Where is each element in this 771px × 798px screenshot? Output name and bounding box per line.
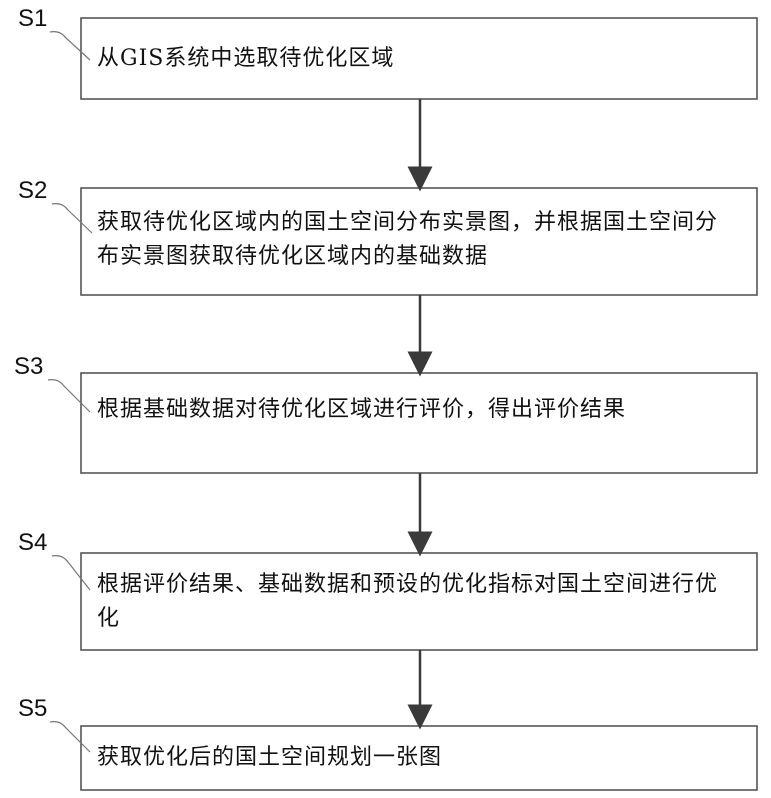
step-text-s3: 根据基础数据对待优化区域进行评价，得出评价结果: [97, 393, 737, 427]
step-text-s5: 获取优化后的国土空间规划一张图: [97, 741, 727, 775]
step-label-s3: S3: [14, 354, 43, 380]
step-label-s5: S5: [18, 696, 47, 722]
step-label-s1: S1: [18, 6, 47, 32]
step-text-s2: 获取待优化区域内的国土空间分布实景图，并根据国土空间分布实景图获取待优化区域内的…: [97, 206, 737, 274]
step-label-s4: S4: [18, 530, 47, 556]
step-label-s2: S2: [18, 178, 47, 204]
step-text-s1: 从GIS系统中选取待优化区域: [97, 42, 727, 76]
step-text-s4: 根据评价结果、基础数据和预设的优化指标对国土空间进行优化: [97, 568, 737, 636]
